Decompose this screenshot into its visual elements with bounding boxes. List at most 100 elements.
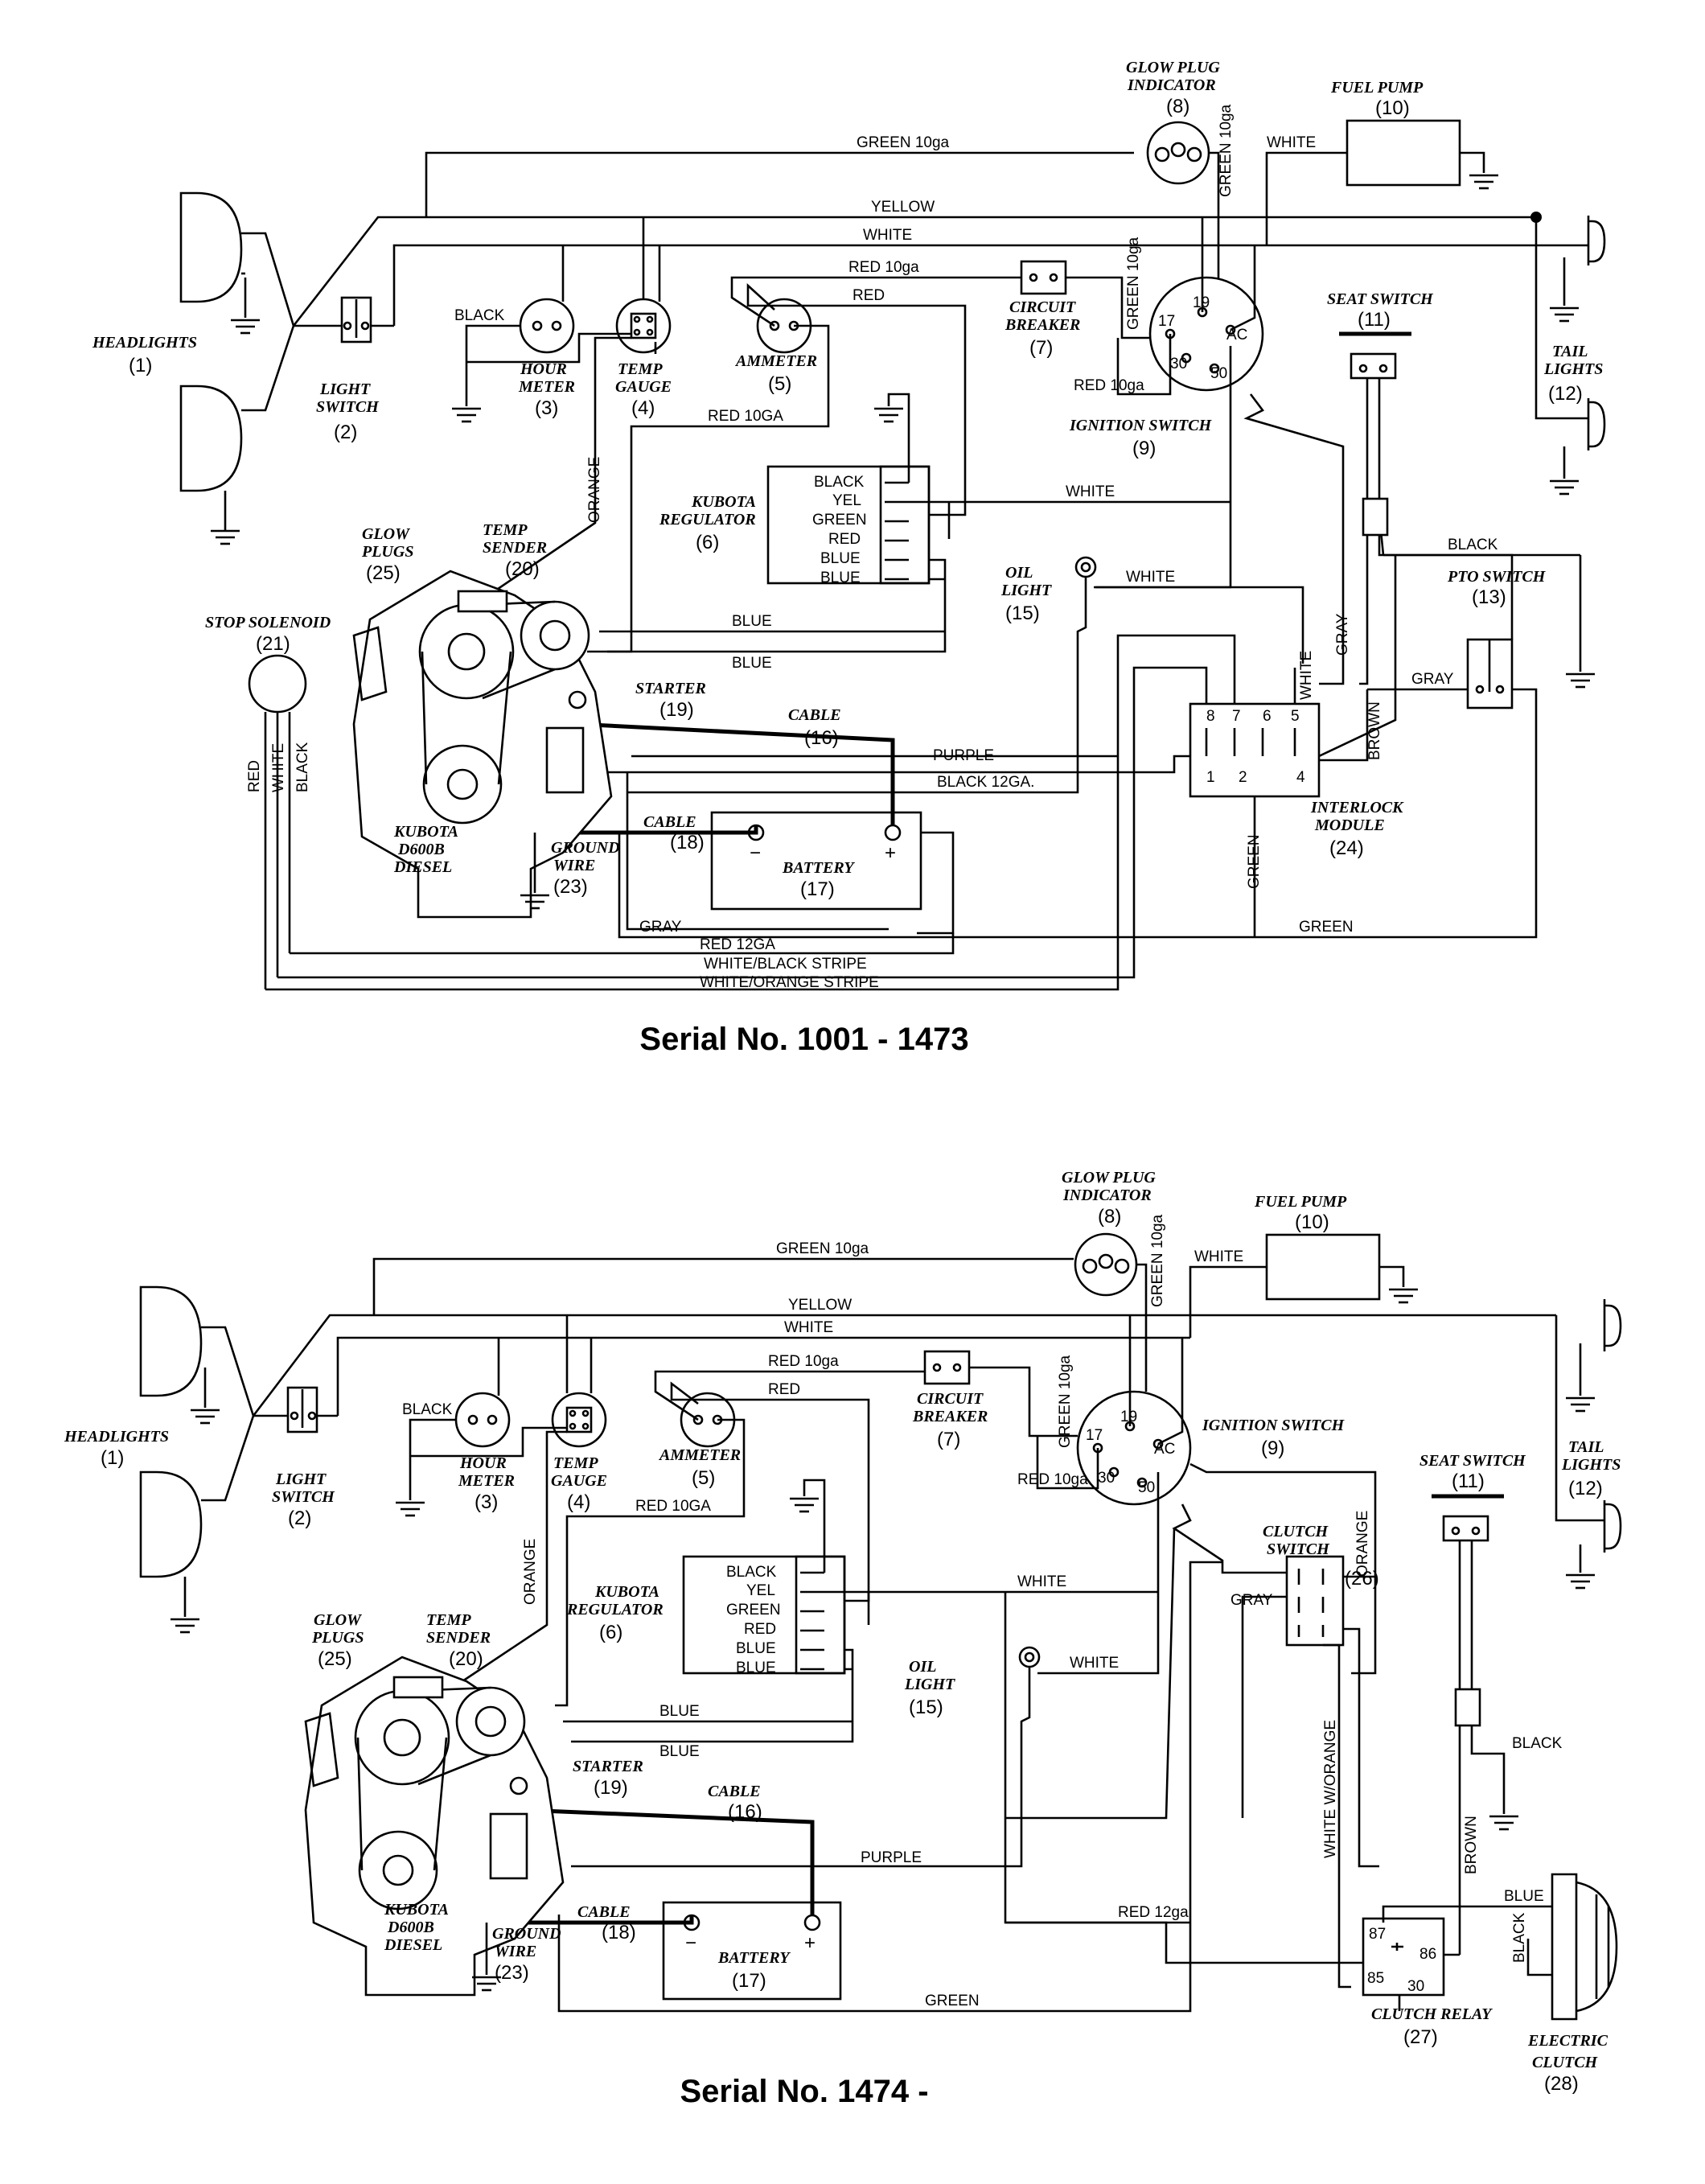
wire-orange: ORANGE — [522, 1539, 539, 1605]
seat-switch-icon — [1350, 352, 1397, 380]
wire-black-seat: BLACK — [1448, 537, 1498, 553]
cable-16-label: CABLE — [788, 706, 841, 724]
ign-terminal-19: 19 — [1193, 294, 1210, 311]
reg-terminal-black: BLACK — [726, 1564, 777, 1581]
clutch-switch-icon — [1285, 1555, 1345, 1647]
seat-switch-label: SEAT SWITCH — [1327, 290, 1434, 308]
starter-label: STARTER — [635, 680, 706, 697]
wire-red-10ga-ign: RED 10ga — [1074, 377, 1144, 394]
regulator-num: (6) — [696, 532, 719, 553]
clutch-switch-label-2: SWITCH — [1267, 1540, 1330, 1558]
temp-gauge-num: (4) — [631, 397, 655, 419]
wire-blue-2: BLUE — [659, 1743, 700, 1760]
oil-light-label: OIL — [1005, 564, 1033, 582]
temp-gauge-label-2: GAUGE — [551, 1472, 607, 1490]
temp-sender-label-2: SENDER — [426, 1629, 491, 1647]
oil-light-icon — [1074, 556, 1097, 578]
wire-white-v: WHITE — [1298, 651, 1315, 700]
clutch-relay-label: CLUTCH RELAY — [1371, 2005, 1493, 2023]
ign-terminal-ac: AC — [1154, 1441, 1175, 1458]
wire-green-10ga-v2: GREEN 10ga — [1125, 236, 1142, 330]
stop-solenoid-icon — [248, 654, 307, 714]
wire-green-b: GREEN — [925, 1993, 980, 2009]
temp-gauge-label-2: GAUGE — [615, 378, 672, 396]
glow-plug-indicator-icon — [1074, 1232, 1138, 1297]
circuit-breaker-label: CIRCUIT — [1009, 298, 1076, 316]
headlight-icon — [139, 1285, 221, 1425]
reg-terminal-blue-2: BLUE — [736, 1660, 776, 1676]
tail-lights-label-2: LIGHTS — [1543, 360, 1603, 378]
tail-light-icon — [1564, 1500, 1622, 1590]
glow-plug-indicator-icon — [1146, 121, 1210, 185]
temp-gauge-num: (4) — [567, 1491, 590, 1513]
pto-switch-num: (13) — [1472, 586, 1506, 608]
ignition-switch-label: IGNITION SWITCH — [1202, 1417, 1346, 1434]
electric-clutch-num: (28) — [1544, 2073, 1579, 2095]
regulator-label-2: REGULATOR — [566, 1601, 664, 1618]
pto-switch-label: PTO SWITCH — [1447, 568, 1547, 586]
hour-meter-label-2: METER — [518, 378, 575, 396]
cable-16-label: CABLE — [708, 1783, 761, 1800]
wire-green-10ga-v: GREEN 10ga — [1218, 104, 1235, 197]
ammeter-num: (5) — [692, 1467, 715, 1489]
wire-black-cl: BLACK — [1511, 1912, 1528, 1963]
battery-plus: + — [885, 842, 896, 864]
glow-plug-indicator-label-2: INDICATOR — [1127, 76, 1216, 94]
glow-plugs-label-2: PLUGS — [311, 1629, 364, 1647]
wire-green-v: GREEN — [1246, 834, 1263, 889]
glow-plug-indicator-num: (8) — [1166, 96, 1189, 117]
wire-gray: GRAY — [1230, 1592, 1273, 1609]
oil-light-label-2: LIGHT — [904, 1676, 955, 1693]
relay-terminal-30: 30 — [1407, 1978, 1424, 1995]
ground-wire-num: (23) — [495, 1962, 529, 1984]
electric-clutch-label-2: CLUTCH — [1532, 2054, 1599, 2071]
wire-blue-1: BLUE — [659, 1703, 700, 1720]
wiring-diagram-1: HEADLIGHTS (1) LIGHT SWITCH (2) YELLOW W… — [92, 59, 1606, 991]
wire-white-oil: WHITE — [1070, 1655, 1119, 1672]
engine-icon — [304, 1655, 565, 1997]
headlights-num: (1) — [101, 1447, 124, 1469]
ign-terminal-50: 50 — [1138, 1479, 1155, 1496]
battery-plus: + — [804, 1932, 816, 1954]
interlock-terminal-7: 7 — [1232, 708, 1241, 725]
wire-red-10ga: RED 10ga — [848, 259, 919, 276]
headlights-label: HEADLIGHTS — [92, 334, 197, 352]
electric-clutch-icon — [1551, 1873, 1618, 2021]
reg-terminal-green: GREEN — [812, 512, 867, 529]
engine-icon — [352, 570, 613, 919]
glow-plug-indicator-num: (8) — [1098, 1206, 1121, 1228]
engine-label: KUBOTA — [393, 823, 458, 841]
cable-18-num: (18) — [602, 1922, 636, 1943]
headlights-num: (1) — [129, 355, 152, 376]
circuit-breaker-label: CIRCUIT — [917, 1390, 984, 1408]
circuit-breaker-label-2: BREAKER — [1005, 316, 1080, 334]
temp-gauge-icon — [615, 298, 672, 354]
glow-plug-indicator-label-2: INDICATOR — [1062, 1187, 1152, 1204]
glow-plugs-num: (25) — [366, 562, 401, 584]
wire-brown: BROWN — [1366, 701, 1383, 760]
battery-label: BATTERY — [782, 859, 855, 877]
tail-lights-num: (12) — [1548, 383, 1583, 405]
regulator-label: KUBOTA — [691, 493, 756, 511]
ign-terminal-17: 17 — [1158, 313, 1175, 330]
wire-blue-1: BLUE — [732, 613, 772, 630]
fuel-pump-icon — [1346, 119, 1461, 187]
stop-solenoid-num: (21) — [256, 633, 290, 655]
wire-orange: ORANGE — [586, 457, 603, 523]
hour-meter-num: (3) — [535, 397, 558, 419]
wire-red: RED — [852, 287, 885, 304]
wire-yellow: YELLOW — [871, 199, 935, 216]
battery-minus: − — [685, 1932, 696, 1954]
glow-plugs-label-2: PLUGS — [361, 543, 413, 561]
reg-terminal-black: BLACK — [814, 474, 865, 491]
oil-light-label: OIL — [909, 1658, 936, 1676]
fuel-pump-icon — [1265, 1233, 1381, 1301]
wire-green-10ga: GREEN 10ga — [857, 134, 950, 151]
temp-gauge-label: TEMP — [618, 360, 663, 378]
seat-switch-label: SEAT SWITCH — [1419, 1452, 1526, 1470]
oil-light-label-2: LIGHT — [1000, 582, 1052, 599]
ground-wire-num: (23) — [553, 876, 588, 898]
relay-terminal-86: 86 — [1419, 1946, 1436, 1963]
fuel-pump-num: (10) — [1375, 97, 1410, 119]
ign-terminal-30: 30 — [1170, 356, 1187, 372]
